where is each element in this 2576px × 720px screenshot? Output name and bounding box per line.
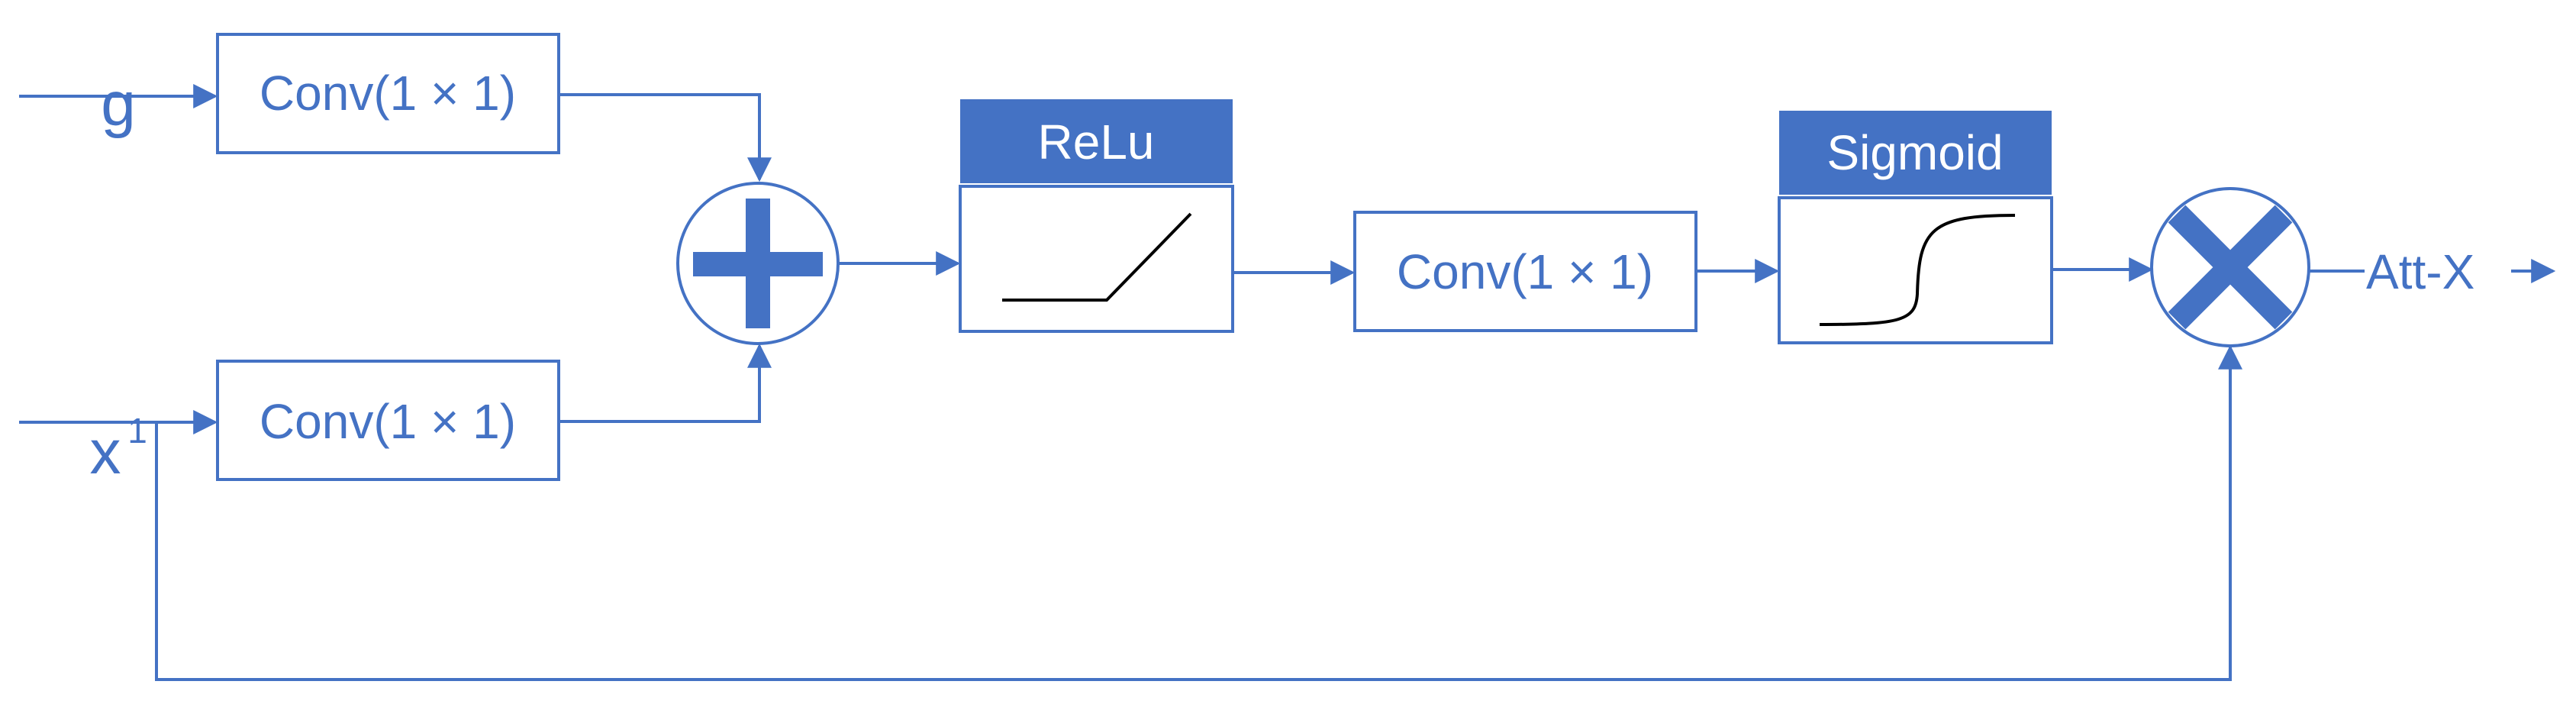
- conv-g-block: Conv(1 × 1): [216, 33, 560, 154]
- conv-x-to-add-arrow: [559, 343, 772, 423]
- sigmoid-box: [1778, 196, 2053, 344]
- relu-header-label: ReLu: [1038, 115, 1155, 170]
- x-superscript: 1: [127, 411, 147, 450]
- output: Att-X: [2309, 244, 2556, 299]
- times-icon-stroke-2: [2168, 205, 2293, 330]
- sigmoid-curve-icon: [1819, 214, 2016, 326]
- input-g: g: [19, 69, 218, 139]
- conv-x-label: Conv(1 × 1): [260, 394, 516, 449]
- conv-g-label: Conv(1 × 1): [260, 66, 516, 121]
- sigmoid-header-label: Sigmoid: [1826, 125, 2003, 180]
- conv-mid-label: Conv(1 × 1): [1397, 244, 1653, 299]
- conv-g-to-add-arrow: [559, 93, 772, 182]
- conv-mid-box: [1353, 211, 1697, 332]
- g-label: g: [101, 69, 136, 139]
- conv-g-box: [216, 33, 560, 154]
- output-label: Att-X: [2366, 244, 2474, 299]
- x-label: x: [90, 418, 121, 487]
- sigmoid-header: [1779, 111, 2052, 195]
- add-operator: [676, 182, 840, 345]
- relu-header: [960, 99, 1233, 183]
- multiply-operator: [2150, 187, 2310, 347]
- plus-icon-vertical: [746, 199, 770, 328]
- sigmoid-block: Sigmoid: [1778, 111, 2053, 344]
- relu-block: ReLu: [959, 99, 1234, 333]
- conv-mid-block: Conv(1 × 1): [1353, 211, 1697, 332]
- relu-box: [959, 185, 1234, 333]
- relu-curve-icon: [1002, 212, 1192, 302]
- input-x: x 1: [19, 410, 218, 487]
- conv-x-block: Conv(1 × 1): [216, 360, 560, 481]
- x-skip-connection-arrow: [155, 344, 2242, 681]
- conv-x-box: [216, 360, 560, 481]
